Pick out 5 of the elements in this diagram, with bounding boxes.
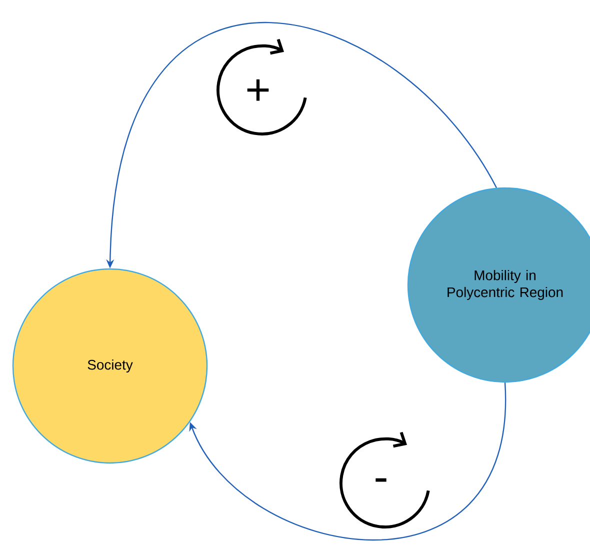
circle-node: Society	[12, 268, 208, 464]
loop-sign: -	[376, 478, 386, 482]
circle-node: Mobility in Polycentric Region	[407, 187, 590, 383]
arrow	[189, 382, 506, 540]
loop-sign: +	[247, 79, 269, 101]
